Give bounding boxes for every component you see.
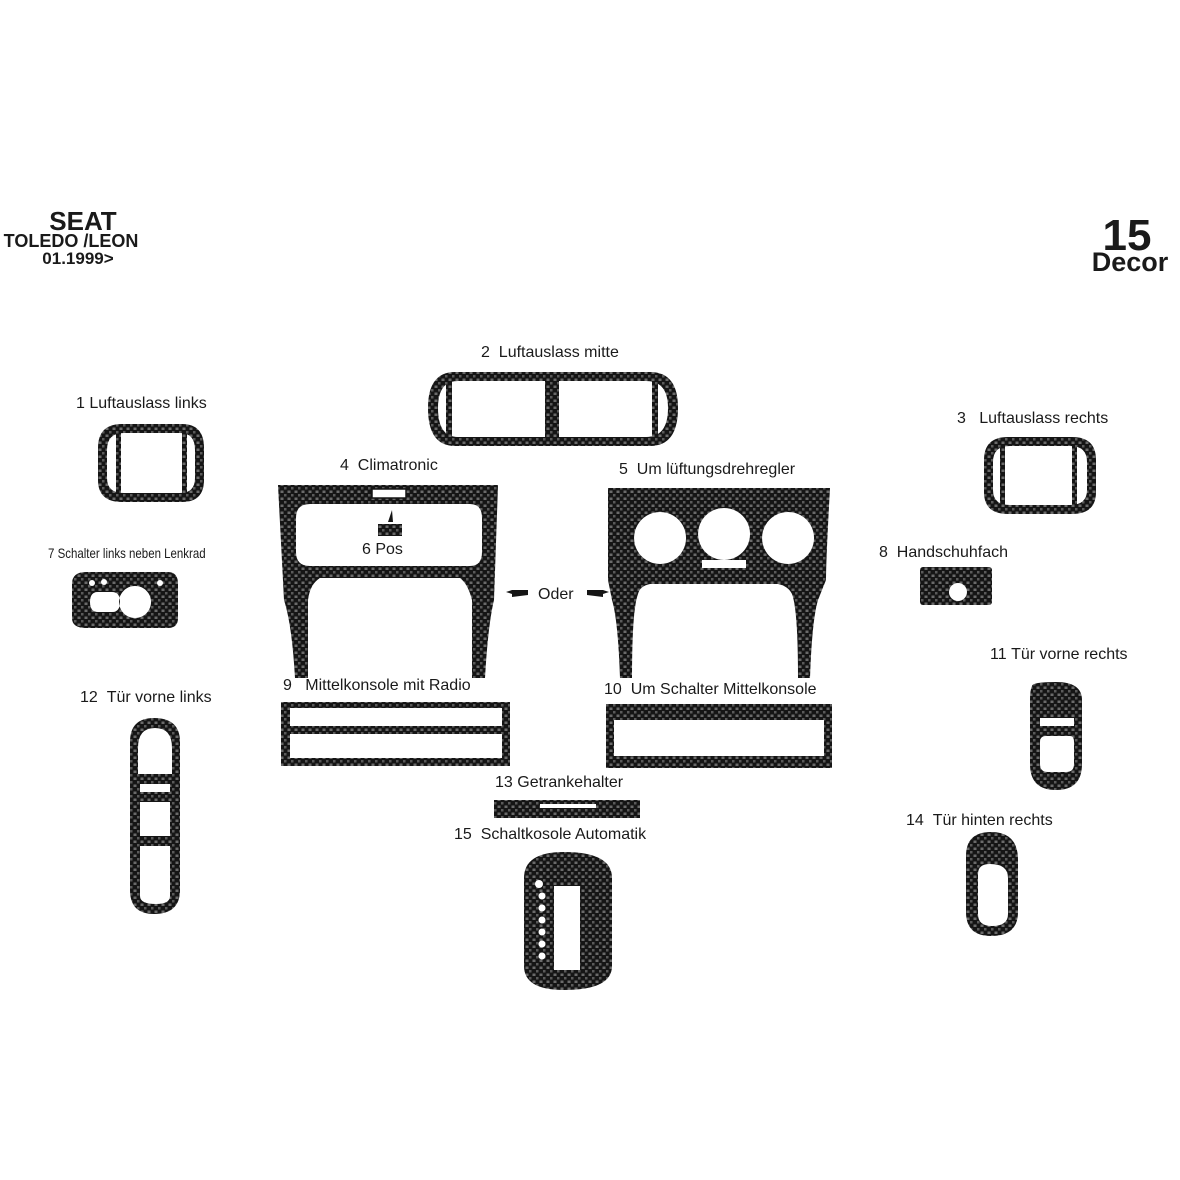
part-label-15: 15 Schaltkosole Automatik: [454, 827, 646, 843]
part-number: 8: [879, 544, 888, 561]
part-name: Tür vorne links: [106, 689, 212, 706]
part-name: Schaltkosole Automatik: [480, 826, 647, 843]
part-label-6: 6 Pos: [362, 542, 403, 558]
part-number: 4: [340, 457, 349, 474]
part-name: Luftauslass rechts: [979, 410, 1109, 427]
part-name: Luftauslass links: [89, 395, 207, 412]
part-12-shape: [130, 718, 180, 914]
part-number: 2: [481, 344, 490, 361]
part-8-shape: [920, 567, 992, 605]
part-name: Getrankehalter: [517, 774, 624, 791]
parts-count: 15: [1102, 211, 1152, 260]
part-3-shape: [984, 437, 1096, 514]
part-label-11: 11 Tür vorne rechts: [990, 647, 1128, 663]
part-label-12: 12 Tür vorne links: [80, 690, 212, 706]
part-name: Pos: [375, 541, 403, 558]
part-name: Tür vorne rechts: [1011, 646, 1128, 663]
part-number: 15: [454, 826, 472, 843]
part-15-shape: [524, 852, 612, 990]
part-number: 6: [362, 541, 371, 558]
part-5-shape: [608, 488, 830, 678]
part-4-shape: [278, 485, 498, 678]
part-name: Mittelkonsole mit Radio: [305, 677, 471, 694]
part-label-13: 13 Getrankehalter: [495, 775, 623, 791]
part-9-shape: [281, 702, 510, 766]
model-title: TOLEDO /LEON: [3, 231, 139, 251]
part-label-8: 8 Handschuhfach: [879, 545, 1008, 561]
part-label-9: 9 Mittelkonsole mit Radio: [283, 678, 471, 694]
part-number: 1: [76, 395, 85, 412]
part-name: Um Schalter Mittelkonsole: [630, 681, 817, 698]
part-number: 7: [48, 545, 55, 561]
part-number: 9: [283, 677, 292, 694]
part-name: Climatronic: [357, 457, 438, 474]
part-number: 14: [906, 812, 924, 829]
part-number: 13: [495, 774, 513, 791]
part-11-shape: [1030, 682, 1082, 790]
part-label-3: 3 Luftauslass rechts: [957, 411, 1108, 427]
part-2-shape: [428, 372, 678, 446]
part-label-4: 4 Climatronic: [340, 458, 438, 474]
part-number: 3: [957, 410, 966, 427]
part-name: Handschuhfach: [896, 544, 1008, 561]
date-label: 01.1999>: [42, 249, 114, 268]
brand-title: SEAT: [49, 206, 117, 236]
part-14-shape: [966, 832, 1018, 936]
part-name: Tür hinten rechts: [932, 812, 1053, 829]
part-number: 10: [604, 681, 622, 698]
part-number: 5: [619, 461, 628, 478]
or-arrows: [506, 590, 609, 597]
part-10-shape: [606, 704, 832, 768]
or-label: Oder: [538, 586, 574, 603]
part-label-7: 7 Schalter links neben Lenkrad: [48, 546, 206, 560]
part-name: Schalter links neben Lenkrad: [57, 545, 206, 561]
part-number: 12: [80, 689, 98, 706]
part-label-2: 2 Luftauslass mitte: [481, 345, 619, 361]
part-13-shape: [494, 800, 640, 818]
part-7-shape: [72, 572, 178, 628]
part-label-10: 10 Um Schalter Mittelkonsole: [604, 682, 817, 698]
part-number: 11: [990, 646, 1007, 663]
kit-name: Decor: [1091, 247, 1169, 277]
part-label-14: 14 Tür hinten rechts: [906, 813, 1053, 829]
part-label-5: 5 Um lüftungsdrehregler: [619, 462, 795, 478]
part-1-shape: [98, 424, 204, 502]
part-name: Luftauslass mitte: [498, 344, 619, 361]
part-name: Um lüftungsdrehregler: [636, 461, 796, 478]
part-label-1: 1 Luftauslass links: [76, 396, 207, 412]
